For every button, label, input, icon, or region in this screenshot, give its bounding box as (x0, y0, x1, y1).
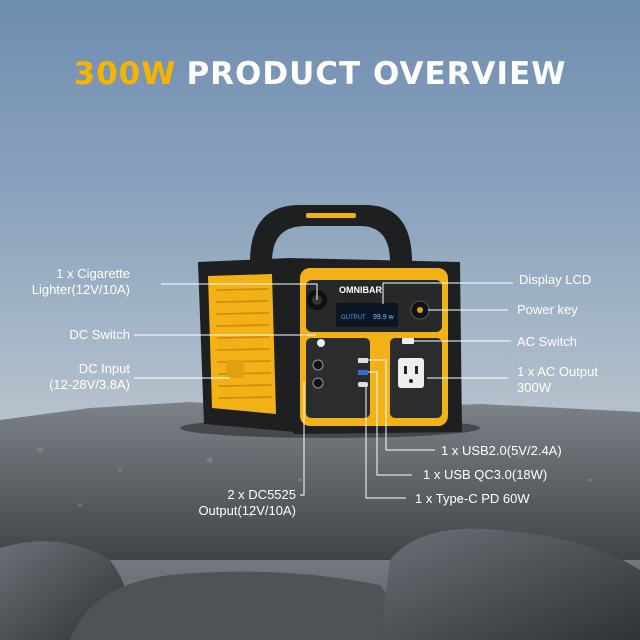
side-grille-slots (215, 288, 273, 399)
headline-rest: PRODUCT OVERVIEW (186, 56, 567, 92)
dc5525-label: 2 x DC5525 Output(12V/10A) (198, 487, 296, 519)
usb2-port (358, 358, 368, 363)
dc5525-port-1 (312, 359, 324, 371)
brand-label: OMNIBAR (339, 285, 382, 295)
device-side-grille (208, 274, 276, 414)
cig-lighter-label: 1 x Cigarette Lighter(12V/10A) (32, 266, 130, 298)
rock-main (0, 402, 640, 560)
rock-front-right (380, 528, 640, 640)
lcd-value: 99.9 w (373, 314, 395, 321)
rock-texture (37, 447, 592, 517)
type-c-label: 1 x Type-C PD 60W (415, 491, 530, 506)
ac-output-label: 1 x AC Output 300W (517, 364, 598, 396)
lcd-screen (336, 303, 398, 327)
usb-qc-label: 1 x USB QC3.0(18W) (423, 467, 548, 482)
ac-output-line1: 1 x AC Output (517, 364, 598, 379)
dc-switch-button (317, 339, 325, 347)
usb2-label: 1 x USB2.0(5V/2.4A) (441, 443, 562, 458)
power-key-label: Power key (517, 302, 578, 317)
device-handle (250, 205, 412, 262)
usb-qc-port (358, 370, 368, 375)
lcd-label: OUTPUT (341, 315, 366, 321)
dc-switch-label: DC Switch (69, 327, 130, 342)
ac-switch-button (402, 338, 414, 344)
dc5525-line2: Output(12V/10A) (198, 503, 296, 518)
dc5525-line1: 2 x DC5525 (227, 487, 296, 502)
ac-outlet (398, 358, 424, 388)
ac-output-line2: 300W (517, 380, 551, 395)
cig-lighter-line2: Lighter(12V/10A) (31, 282, 130, 297)
dc5525-port-2 (312, 377, 324, 389)
dc-input-line2: (12-28V/3.8A) (49, 377, 130, 392)
lower-mid-panel (374, 338, 386, 418)
side-port-cap (226, 360, 244, 378)
lower-left-panel (306, 338, 370, 418)
dc-input-label: DC Input (12-28V/3.8A) (49, 361, 130, 393)
display-lcd-label: Display LCD (519, 272, 592, 287)
cig-lighter-line1: 1 x Cigarette (56, 266, 130, 281)
type-c-port (358, 382, 368, 387)
handle-accent (306, 213, 356, 218)
rock-front-mid (70, 571, 420, 640)
ac-switch-label: AC Switch (517, 334, 577, 349)
dc-input-line1: DC Input (78, 361, 130, 376)
callout-lines (134, 282, 513, 499)
headline-accent: 300W (73, 56, 177, 92)
